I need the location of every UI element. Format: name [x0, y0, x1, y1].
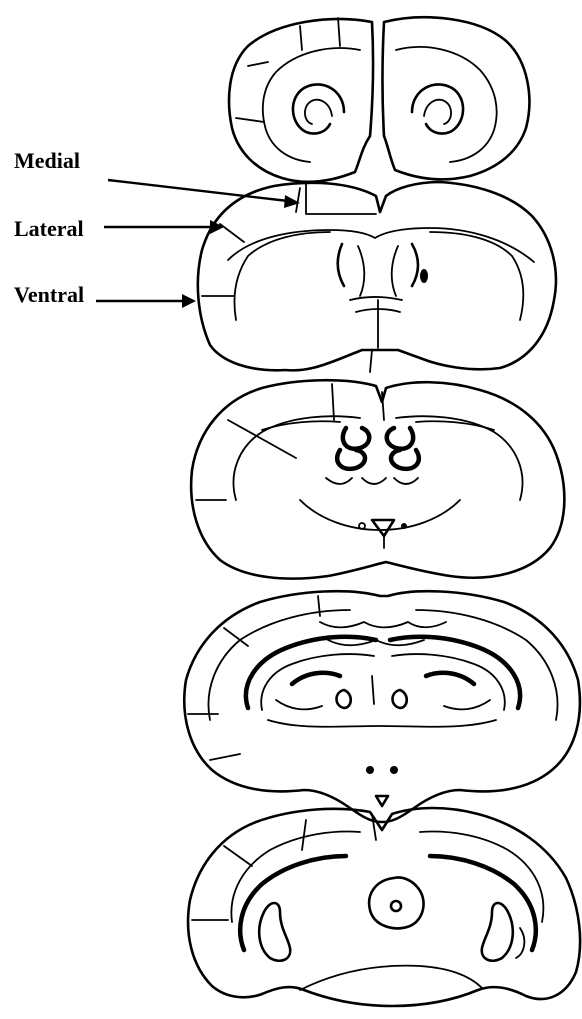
brain-section-4 [184, 591, 580, 822]
arrow-medial [108, 180, 300, 208]
brain-section-5 [188, 808, 580, 1006]
arrow-ventral [96, 294, 196, 308]
brain-section-2 [198, 182, 556, 372]
region-labels: Medial Lateral Ventral [14, 148, 84, 307]
arrow-lateral [104, 220, 224, 234]
label-ventral: Ventral [14, 282, 84, 307]
label-medial: Medial [14, 148, 80, 173]
brain-section-3 [191, 380, 564, 578]
brain-section-1 [229, 17, 529, 182]
label-lateral: Lateral [14, 216, 84, 241]
